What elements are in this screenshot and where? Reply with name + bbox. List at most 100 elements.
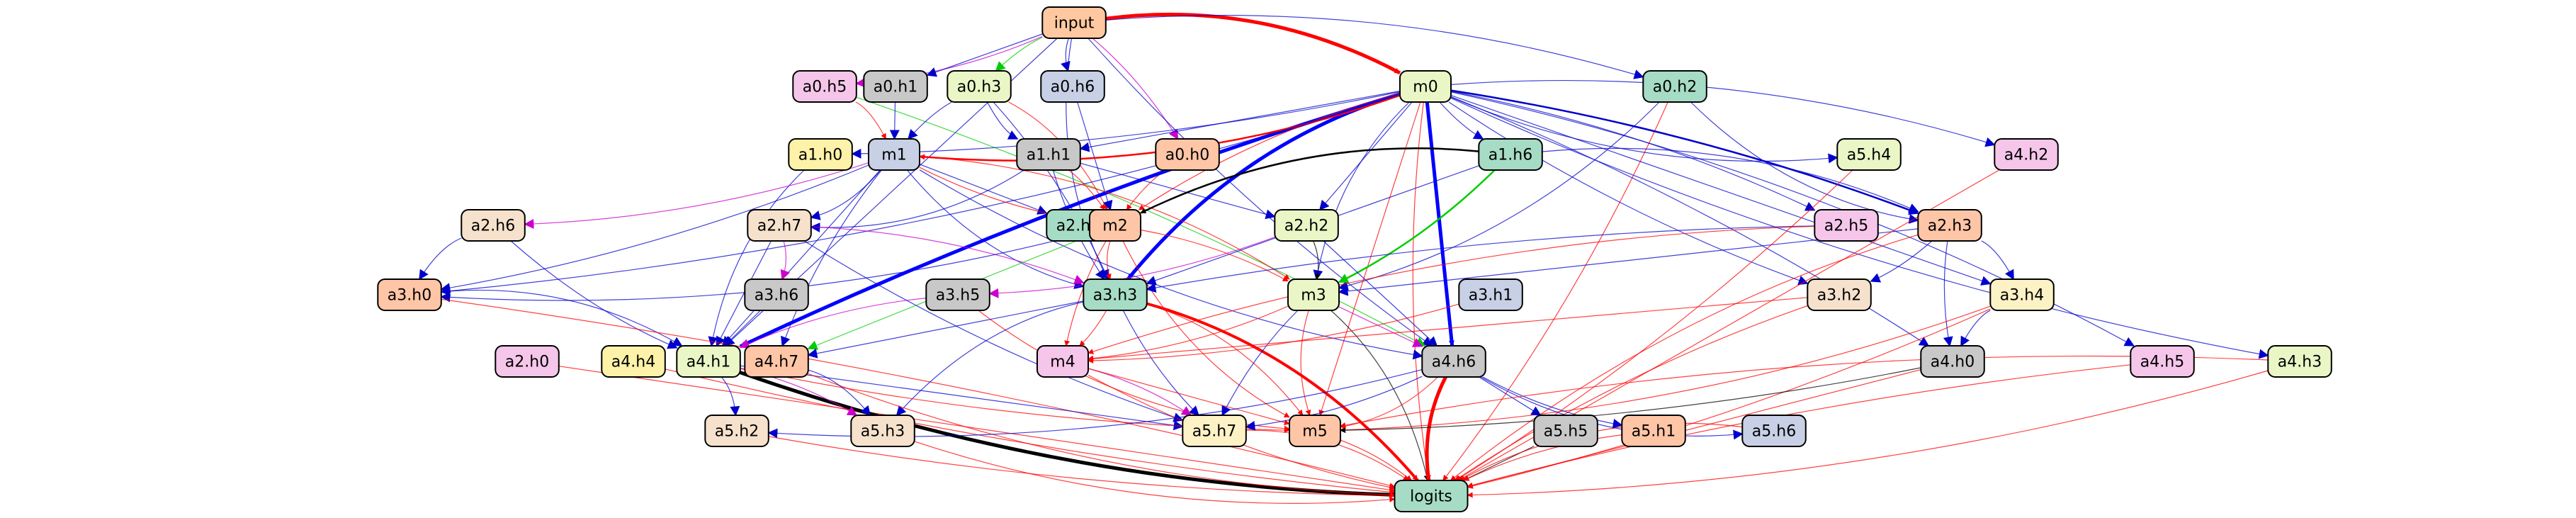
edge-a2.h6-to-a4.h1	[510, 240, 678, 349]
edge-a2.h7-to-a3.h6	[780, 240, 790, 281]
node-label: a3.h0	[388, 287, 431, 305]
edge-a3.h0-to-a4.h1	[441, 289, 683, 347]
node-a3.h6: a3.h6	[744, 278, 809, 311]
edge-a3.h4-to-m5	[1340, 305, 1991, 433]
node-a5.h1: a5.h1	[1621, 415, 1686, 447]
edge-a0.h3-to-a3.h3	[993, 101, 1109, 281]
edge-a0.h5-to-m1	[855, 101, 886, 140]
node-box	[863, 70, 928, 103]
edge-input-to-a0.h6	[1061, 38, 1070, 72]
node-label: a0.h0	[1165, 147, 1209, 164]
edge-a5.h1-to-logits	[1463, 434, 1622, 481]
node-label: a4.h4	[611, 354, 655, 371]
edge-input-to-a0.h3	[995, 37, 1043, 72]
node-label: a0.h1	[874, 79, 917, 96]
node-a4.h0: a4.h0	[1920, 345, 1985, 378]
node-label: a5.h7	[1192, 423, 1236, 441]
edge-a3.h3-to-m5	[1146, 303, 1304, 416]
node-box	[1040, 70, 1105, 103]
edge-m1-to-a2.h6	[524, 162, 869, 229]
node-box	[947, 70, 1012, 103]
node-a1.h1: a1.h1	[1016, 138, 1081, 171]
node-label: a4.h1	[687, 354, 730, 371]
edge-a4.h6-to-logits	[1425, 376, 1447, 481]
node-a4.h5: a4.h5	[2130, 345, 2195, 378]
edge-m0-to-a1.h6	[1439, 101, 1484, 140]
node-a5.h6: a5.h6	[1741, 415, 1807, 447]
node-box	[744, 345, 809, 378]
node-a4.h6: a4.h6	[1421, 345, 1486, 378]
edge-m3-to-a5.h7	[1221, 310, 1299, 417]
node-box	[788, 138, 853, 171]
node-label: a2.h5	[1824, 218, 1868, 235]
edge-m0-to-m5	[1318, 101, 1421, 416]
edge-m4-to-m5	[1088, 368, 1290, 426]
node-box	[925, 278, 990, 311]
edge-a3.h5-to-a4.h1	[739, 298, 927, 349]
edge-a0.h2-to-a2.h3	[1690, 101, 1919, 224]
node-a0.h5: a0.h5	[792, 70, 857, 103]
edge-a3.h2-to-m4	[1088, 297, 1808, 362]
edge-a4.h1-to-a5.h2	[721, 376, 740, 417]
edge-a3.h3-to-a5.h7	[1122, 310, 1199, 416]
edge-a4.h0-to-m5	[1340, 367, 1921, 434]
edge-a0.h3-to-m1	[908, 101, 952, 140]
edge-m0-to-a3.h4	[1450, 95, 1992, 286]
node-box	[1621, 415, 1686, 447]
node-logits: logits	[1394, 480, 1469, 512]
edge-a4.h7-to-logits	[808, 373, 1396, 497]
node-box	[1394, 480, 1469, 512]
edge-m2-to-m4	[1064, 240, 1107, 347]
node-label: a3.h6	[755, 287, 798, 305]
node-box	[461, 209, 526, 242]
node-box	[601, 345, 666, 378]
node-box	[1399, 70, 1452, 103]
node-box	[744, 278, 809, 311]
node-box	[1421, 345, 1486, 378]
node-label: a3.h1	[1469, 287, 1513, 305]
node-box	[1642, 70, 1707, 103]
edge-m0-to-a1.h0	[851, 91, 1401, 159]
edge-a2.h2-to-a4.h6	[1323, 240, 1438, 347]
edge-a2.h7-to-a4.h1	[716, 240, 772, 347]
node-label: a5.h6	[1752, 423, 1796, 441]
node-box	[704, 415, 769, 447]
edge-a2.h3-to-a4.h0	[1943, 240, 1953, 347]
edge-a3.h6-to-a4.h1	[723, 310, 761, 347]
node-label: a5.h4	[1847, 147, 1891, 164]
edges-layer	[419, 12, 2269, 504]
node-label: a0.h5	[803, 79, 847, 96]
node-m3: m3	[1287, 278, 1340, 311]
node-label: a3.h3	[1093, 287, 1137, 305]
edge-a4.h6-to-a5.h1	[1482, 376, 1623, 429]
edge-a0.h1-to-m1	[889, 101, 900, 140]
edge-a1.h1-to-m2	[1068, 169, 1105, 210]
node-box	[1807, 278, 1872, 311]
node-box	[1274, 209, 1339, 242]
edge-m2-to-m5	[1122, 240, 1290, 418]
node-box	[1920, 345, 1985, 378]
node-label: a1.h6	[1488, 147, 1532, 164]
node-label: m2	[1102, 218, 1127, 235]
edge-m3-to-m5	[1300, 310, 1311, 416]
node-box	[1917, 209, 1982, 242]
node-box	[1458, 278, 1523, 311]
edge-a2.h7-to-a3.h3	[810, 226, 1085, 285]
node-a3.h5: a3.h5	[925, 278, 990, 311]
node-box	[792, 70, 857, 103]
node-a4.h3: a4.h3	[2267, 345, 2332, 378]
node-label: m4	[1050, 354, 1075, 371]
edge-a3.h1-to-m4	[1088, 303, 1459, 364]
node-box	[850, 415, 915, 447]
edge-input-to-a0.h0	[1092, 38, 1179, 140]
edge-a1.h1-to-a2.h2	[1080, 162, 1276, 220]
node-label: a4.h2	[2004, 147, 2048, 164]
node-box	[377, 278, 442, 311]
edge-m3-to-logits	[1331, 310, 1430, 481]
node-box	[1478, 138, 1543, 171]
edge-m1-to-m3	[919, 156, 1290, 280]
edge-m0-to-m2	[1138, 93, 1401, 210]
node-a3.h2: a3.h2	[1807, 278, 1872, 311]
node-a5.h3: a5.h3	[850, 415, 915, 447]
